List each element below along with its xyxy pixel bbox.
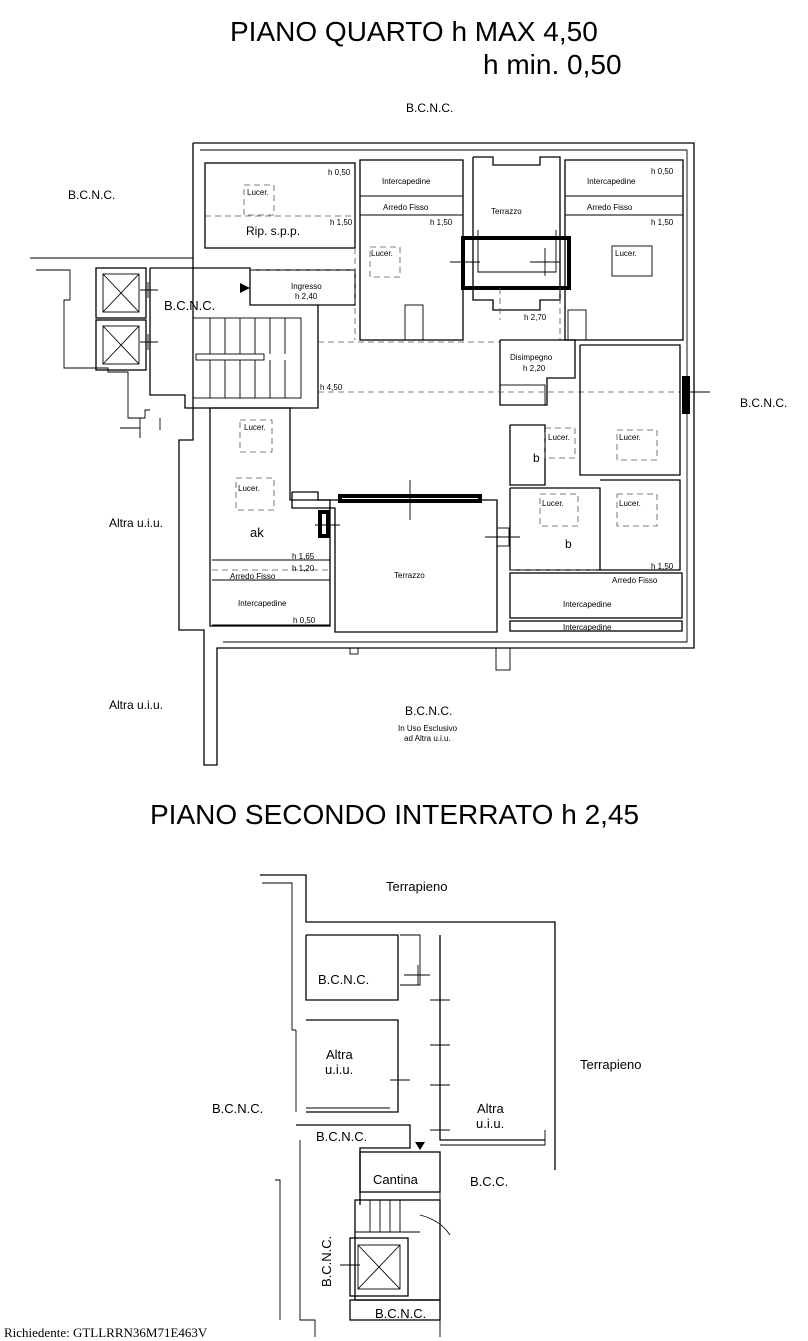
label-bcnc-lower-1: B.C.N.C.	[318, 972, 369, 987]
label-h150-4: h 1,50	[651, 562, 674, 571]
lower-plan-labels: Terrapieno Terrapieno B.C.N.C. Altra u.i…	[212, 879, 641, 1321]
lower-floor-plan	[260, 874, 556, 1337]
label-terrapieno-right: Terrapieno	[580, 1057, 641, 1072]
label-intercapedine-1: Intercapedine	[382, 177, 431, 186]
label-altra-uiu-1: Altra u.i.u.	[109, 516, 163, 530]
label-h050-2: h 0,50	[651, 167, 674, 176]
label-altra-lower-2: u.i.u.	[325, 1062, 353, 1077]
label-altra-lower-3: Altra	[477, 1101, 505, 1116]
room-rip-spp	[204, 162, 356, 249]
label-lucer-2: Lucer.	[371, 249, 393, 258]
label-altra-lower-1: Altra	[326, 1047, 354, 1062]
label-bcnc-right: B.C.N.C.	[740, 396, 787, 410]
entry-arrow-icon	[240, 283, 250, 293]
room-intercapedine-bottom-right	[509, 572, 683, 619]
label-h050-3: h 0,50	[293, 616, 316, 625]
label-disimpegno-h: h 2,20	[523, 364, 546, 373]
lower-stair	[354, 1199, 441, 1301]
entry-arrow-icon-lower	[415, 1142, 425, 1150]
upper-outer-wall	[178, 142, 695, 766]
label-ingresso-h: h 2,40	[295, 292, 318, 301]
label-arredo-3: Arredo Fisso	[230, 572, 276, 581]
label-intercapedine-2: Intercapedine	[587, 177, 636, 186]
label-terrapieno-top: Terrapieno	[386, 879, 447, 894]
label-rip-spp: Rip. s.p.p.	[246, 224, 300, 238]
label-h150-2: h 1,50	[430, 218, 453, 227]
footer-richiedente: Richiedente: GTLLRRN36M71E463V	[4, 1325, 208, 1340]
label-altra-lower-4: u.i.u.	[476, 1116, 504, 1131]
label-h270: h 2,70	[524, 313, 547, 322]
room-terrazzo-bottom	[291, 491, 498, 633]
title-piano-quarto-hmin: h min. 0,50	[483, 49, 622, 80]
label-ingresso: Ingresso	[291, 282, 322, 291]
label-lucer-7: Lucer.	[619, 433, 641, 442]
label-intercapedine-4: Intercapedine	[563, 600, 612, 609]
title-piano-secondo-interrato: PIANO SECONDO INTERRATO h 2,45	[150, 799, 640, 830]
label-h150-1: h 1,50	[330, 218, 353, 227]
label-bcnc-bottom: B.C.N.C.	[405, 704, 452, 718]
label-bcnc-lower-4: B.C.N.C.	[375, 1306, 426, 1321]
label-arredo-2: Arredo Fisso	[587, 203, 633, 212]
label-arredo-1: Arredo Fisso	[383, 203, 429, 212]
label-h050-1: h 0,50	[328, 168, 351, 177]
label-lucer-1: Lucer.	[247, 188, 269, 197]
label-altra-uiu-2: Altra u.i.u.	[109, 698, 163, 712]
label-lucer-6: Lucer.	[548, 433, 570, 442]
label-ad-altra: ad Altra u.i.u.	[404, 734, 451, 743]
label-lucer-3: Lucer.	[615, 249, 637, 258]
label-bcnc-lower-3: B.C.N.C.	[316, 1129, 367, 1144]
room-altra-uiu	[306, 1019, 399, 1113]
label-bcnc-lower-vertical: B.C.N.C.	[319, 1236, 334, 1287]
label-bcnc-left: B.C.N.C.	[68, 188, 115, 202]
label-uso-esclusivo: In Uso Esclusivo	[398, 724, 458, 733]
label-disimpegno: Disimpegno	[510, 353, 553, 362]
label-arredo-4: Arredo Fisso	[612, 576, 658, 585]
label-bcc: B.C.C.	[470, 1174, 508, 1189]
label-bcnc-stair: B.C.N.C.	[164, 298, 215, 313]
label-h450: h 4,50	[320, 383, 343, 392]
upper-plan-labels: B.C.N.C. B.C.N.C. B.C.N.C. B.C.N.C. B.C.…	[68, 101, 787, 743]
elevator-shaft-2	[95, 319, 147, 371]
label-bcnc-top: B.C.N.C.	[406, 101, 453, 115]
label-terrazzo-top: Terrazzo	[491, 207, 522, 216]
label-lucer-8: Lucer.	[542, 499, 564, 508]
label-intercapedine-5: Intercapedine	[563, 623, 612, 632]
elevator-shaft-lower	[349, 1237, 409, 1297]
stair-well	[149, 267, 319, 409]
label-intercapedine-3: Intercapedine	[238, 599, 287, 608]
label-b-2: b	[565, 537, 572, 551]
title-piano-quarto: PIANO QUARTO h MAX 4,50	[230, 16, 598, 47]
label-ak: ak	[250, 525, 264, 540]
label-h165: h 1,65	[292, 552, 315, 561]
label-lucer-4: Lucer.	[244, 423, 266, 432]
label-cantina: Cantina	[373, 1172, 419, 1187]
label-terrazzo-bottom: Terrazzo	[394, 571, 425, 580]
label-b-1: b	[533, 451, 540, 465]
room-intercapedine-2	[564, 159, 684, 341]
elevator-shaft-1	[95, 267, 147, 319]
room-ak	[209, 407, 331, 627]
label-bcnc-lower-2: B.C.N.C.	[212, 1101, 263, 1116]
room-bcnc-upper	[305, 934, 399, 1001]
label-h150-3: h 1,50	[651, 218, 674, 227]
label-lucer-9: Lucer.	[619, 499, 641, 508]
lower-outer-wall	[260, 874, 556, 1170]
label-h120: h 1,20	[292, 564, 315, 573]
upper-floor-plan	[30, 142, 710, 766]
label-lucer-5: Lucer.	[238, 484, 260, 493]
